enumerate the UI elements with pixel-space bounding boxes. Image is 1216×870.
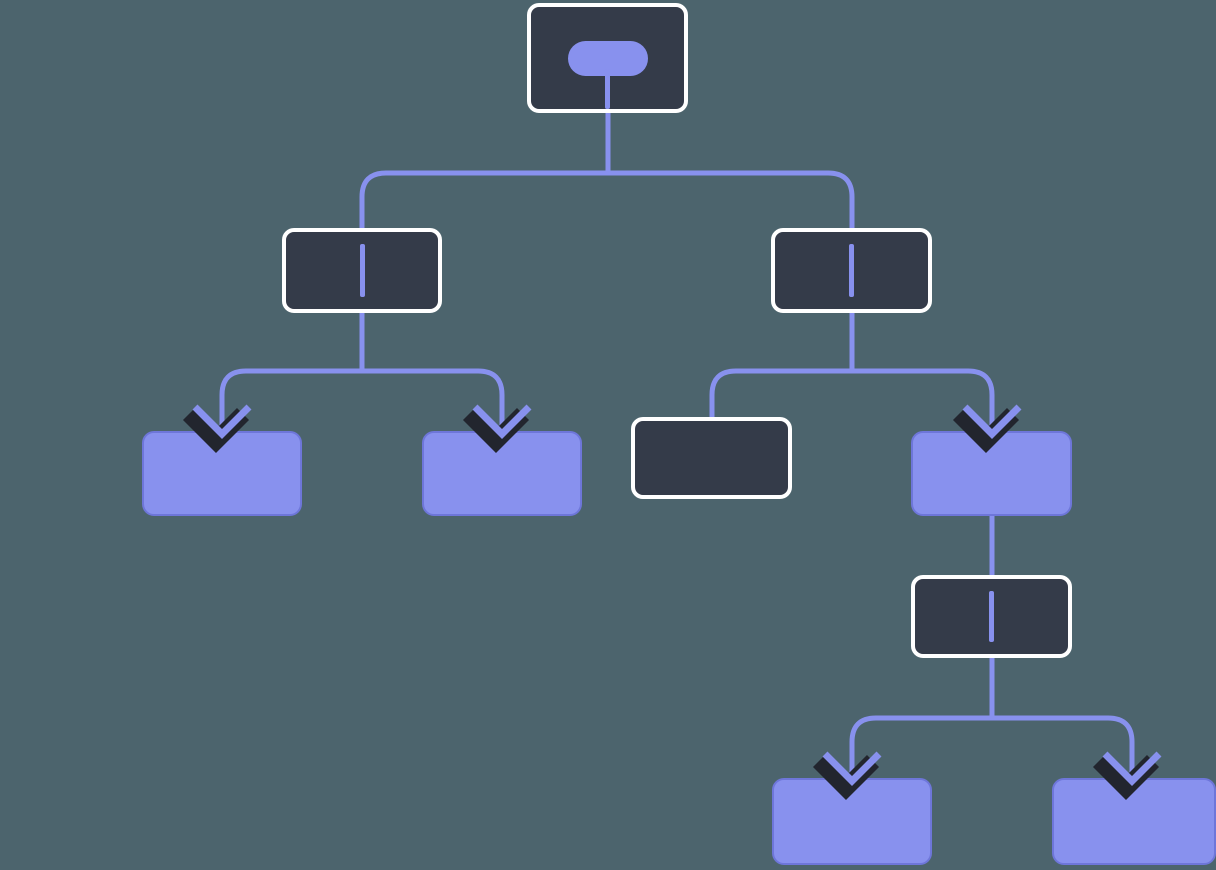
edge-root-to-level2-branch-0 xyxy=(359,170,608,290)
node-inner-stem xyxy=(989,591,994,642)
edge-level2-right-to-level3-branch-0 xyxy=(709,368,852,435)
level5-leaf-a[interactable] xyxy=(772,778,932,865)
edge-root-to-level2-branch-1 xyxy=(608,170,855,290)
edge-level2-right-to-level3-branch-1 xyxy=(852,368,995,435)
level5-leaf-b[interactable] xyxy=(1052,778,1216,865)
level3-branch-node[interactable] xyxy=(911,431,1072,516)
level3-leaf-a[interactable] xyxy=(142,431,302,516)
root-node[interactable] xyxy=(527,3,688,113)
level3-leaf-b[interactable] xyxy=(422,431,582,516)
level2-left-node[interactable] xyxy=(282,228,442,313)
node-inner-stem xyxy=(849,244,854,297)
level2-right-node[interactable] xyxy=(771,228,932,313)
edge-level4-to-level5-branch-0 xyxy=(849,715,992,782)
level4-node[interactable] xyxy=(911,575,1072,658)
edge-level4-to-level5-branch-1 xyxy=(992,715,1135,782)
level3-dark-node[interactable] xyxy=(631,417,792,499)
edge-level2-left-to-level3-branch-1 xyxy=(362,368,505,435)
edge-level2-left-to-level3-branch-0 xyxy=(219,368,362,435)
node-inner-stem xyxy=(605,69,610,109)
node-inner-stem xyxy=(359,244,365,297)
